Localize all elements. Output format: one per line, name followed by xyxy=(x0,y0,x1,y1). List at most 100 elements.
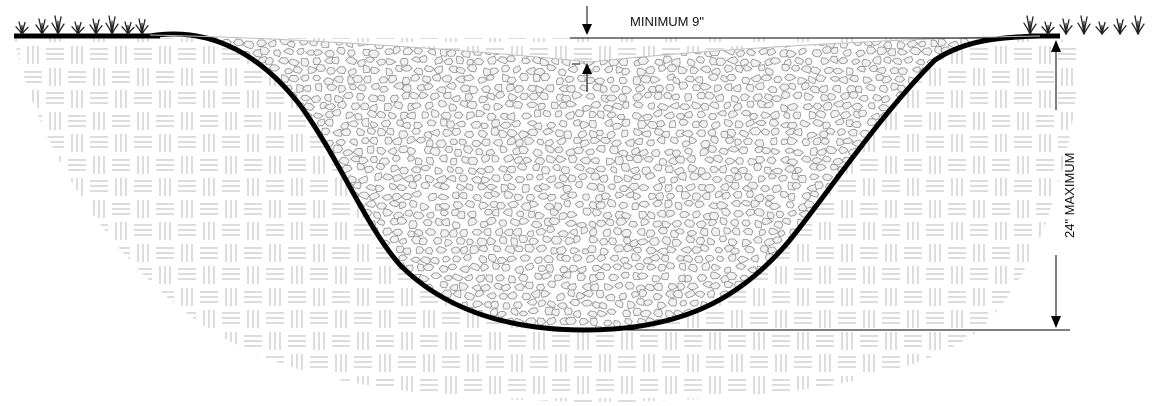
stone-texture xyxy=(527,210,536,219)
stone-texture xyxy=(684,93,693,102)
stone-texture xyxy=(812,136,822,146)
stone-texture xyxy=(710,67,721,76)
stone-texture xyxy=(822,101,833,111)
stone-texture xyxy=(533,256,543,264)
stone-texture xyxy=(731,83,742,93)
stone-texture xyxy=(896,41,906,50)
stone-texture xyxy=(632,154,643,164)
stone-texture xyxy=(612,263,623,271)
stone-texture xyxy=(413,33,423,39)
stone-texture xyxy=(733,102,743,111)
stone-texture xyxy=(759,244,769,254)
stone-texture xyxy=(832,99,845,108)
stone-texture xyxy=(369,155,378,164)
stone-texture xyxy=(480,154,491,163)
stone-texture xyxy=(788,82,797,91)
stone-texture xyxy=(558,119,568,128)
stone-texture xyxy=(677,282,686,291)
stone-texture xyxy=(397,145,410,154)
stone-texture xyxy=(448,65,458,74)
stone-texture xyxy=(820,93,831,102)
stone-texture xyxy=(376,146,387,155)
stone-texture xyxy=(707,128,717,137)
stone-texture xyxy=(466,210,477,219)
stone-texture xyxy=(595,145,606,153)
stone-texture xyxy=(579,156,592,165)
stone-texture xyxy=(550,235,563,245)
stone-texture xyxy=(815,163,827,172)
stone-texture xyxy=(463,273,474,282)
stone-texture xyxy=(680,246,693,254)
stone-texture xyxy=(312,112,325,119)
stone-texture xyxy=(809,173,820,181)
stone-texture xyxy=(906,39,919,48)
stone-texture xyxy=(792,128,803,137)
stone-texture xyxy=(538,92,549,100)
stone-texture xyxy=(408,220,418,230)
stone-texture xyxy=(566,191,578,199)
stone-texture xyxy=(632,101,644,109)
stone-texture xyxy=(628,182,640,191)
grass-blade xyxy=(1101,26,1109,35)
stone-texture xyxy=(430,272,443,279)
stone-texture xyxy=(426,119,437,127)
stone-texture xyxy=(602,211,613,220)
stone-texture xyxy=(647,33,659,37)
stone-texture xyxy=(427,192,438,202)
stone-texture xyxy=(355,127,366,136)
stone-texture xyxy=(519,254,531,262)
stone-texture xyxy=(218,33,229,37)
stone-texture xyxy=(418,91,429,100)
stone-texture xyxy=(689,299,699,307)
stone-texture xyxy=(424,228,437,236)
stone-texture xyxy=(615,217,628,227)
stone-texture xyxy=(533,109,542,118)
stone-texture xyxy=(1042,244,1050,252)
stone-texture xyxy=(586,310,598,318)
stone-texture xyxy=(721,208,732,217)
stone-texture xyxy=(731,227,741,236)
stone-texture xyxy=(576,265,587,274)
stone-texture xyxy=(544,84,555,93)
stone-texture xyxy=(466,58,474,66)
stone-texture xyxy=(499,121,512,129)
stone-texture xyxy=(516,163,528,171)
stone-texture xyxy=(405,111,416,120)
stone-texture xyxy=(375,184,385,193)
stone-texture xyxy=(753,193,765,203)
stone-texture xyxy=(366,127,377,136)
stone-texture xyxy=(708,112,717,121)
stone-texture xyxy=(763,100,774,109)
stone-texture xyxy=(623,243,634,253)
stone-texture xyxy=(1036,255,1040,265)
stone-texture xyxy=(664,199,673,209)
stone-texture xyxy=(741,76,751,85)
stone-texture xyxy=(410,102,422,110)
stone-texture xyxy=(740,93,751,101)
stone-texture xyxy=(435,174,448,184)
stone-texture xyxy=(373,211,382,220)
stone-texture xyxy=(727,146,740,153)
stone-texture xyxy=(831,84,842,94)
stone-texture xyxy=(775,210,785,218)
stone-texture xyxy=(401,121,412,129)
stone-texture xyxy=(785,201,795,209)
stone-texture xyxy=(564,236,576,246)
stone-texture xyxy=(656,135,666,145)
stone-texture xyxy=(842,48,852,57)
stone-texture xyxy=(388,182,398,190)
stone-texture xyxy=(449,138,459,146)
stone-texture xyxy=(565,100,577,108)
stone-texture xyxy=(181,317,193,326)
stone-texture xyxy=(727,110,739,119)
stone-texture xyxy=(613,175,624,184)
stone-texture xyxy=(589,157,600,165)
stone-texture xyxy=(636,67,647,76)
stone-texture xyxy=(589,317,599,327)
stone-texture xyxy=(512,100,524,109)
stone-texture xyxy=(345,111,356,120)
stone-texture xyxy=(620,228,632,237)
stone-texture xyxy=(653,128,665,136)
stone-texture xyxy=(252,33,264,38)
stone-texture xyxy=(781,217,792,226)
